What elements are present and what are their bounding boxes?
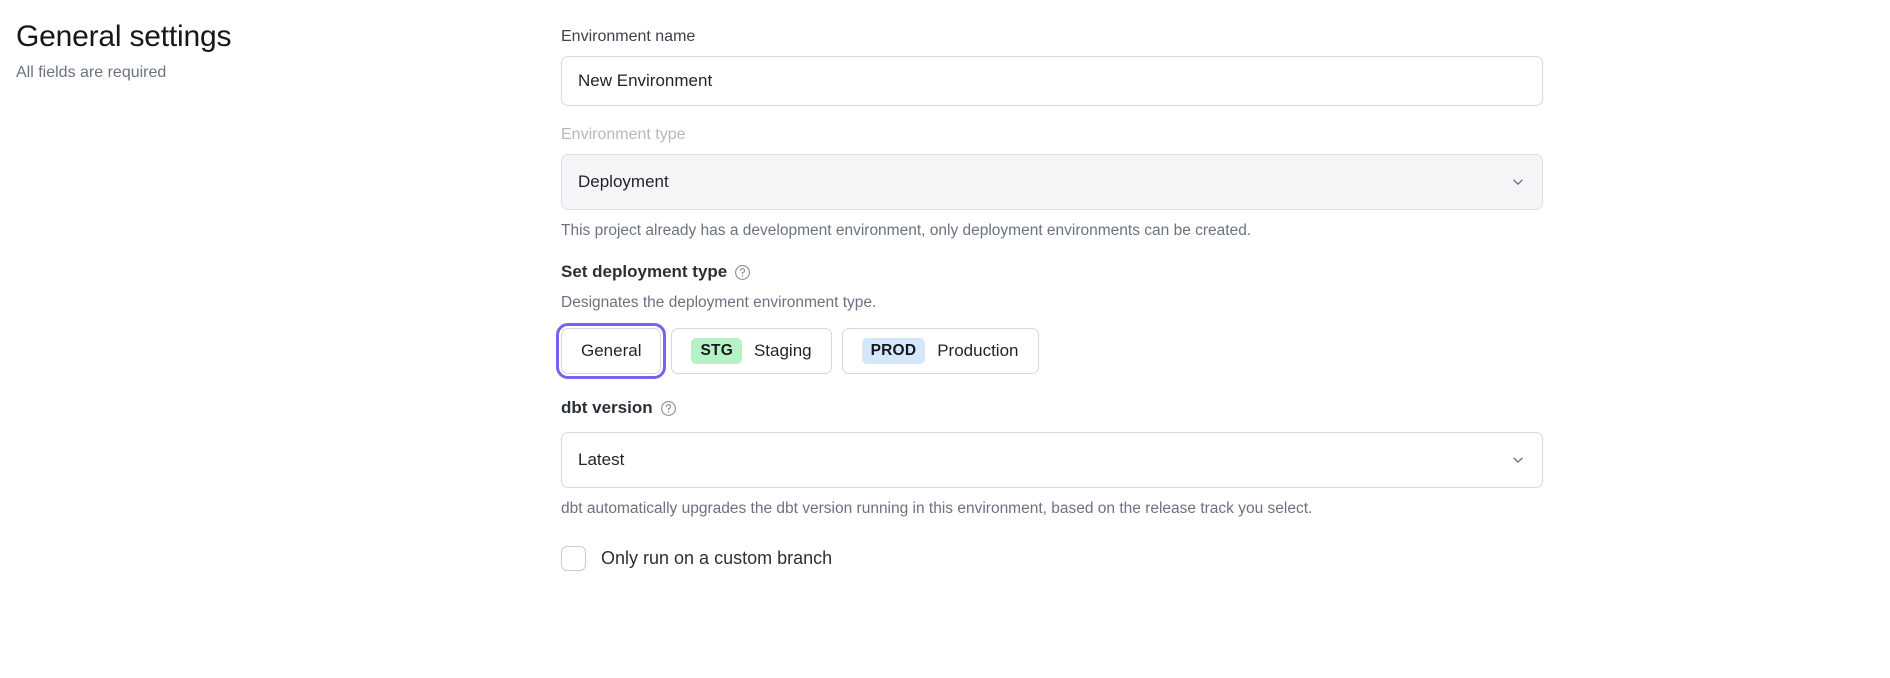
deployment-type-option-staging[interactable]: STG Staging	[671, 328, 832, 374]
dbt-version-select[interactable]: Latest	[561, 432, 1543, 488]
environment-type-select[interactable]: Deployment	[561, 154, 1543, 210]
production-badge: PROD	[861, 338, 926, 364]
dbt-version-heading-row: dbt version	[561, 396, 1543, 420]
environment-type-field: Environment type Deployment This project…	[561, 124, 1543, 242]
staging-badge: STG	[691, 338, 742, 364]
environment-type-value: Deployment	[578, 172, 669, 191]
deployment-type-option-staging-label: Staging	[753, 341, 812, 360]
environment-type-label: Environment type	[561, 126, 686, 143]
environment-type-help-text: This project already has a development e…	[561, 222, 1252, 239]
dbt-version-help-text: dbt automatically upgrades the dbt versi…	[561, 500, 1313, 517]
custom-branch-row[interactable]: Only run on a custom branch	[561, 546, 1543, 571]
custom-branch-label[interactable]: Only run on a custom branch	[601, 548, 833, 568]
deployment-type-option-production[interactable]: PROD Production	[841, 328, 1039, 374]
deployment-type-field: Set deployment type Designates the deplo…	[555, 260, 1543, 379]
dbt-version-select-wrap: Latest	[561, 432, 1543, 488]
deployment-type-heading-row: Set deployment type	[561, 260, 1543, 284]
dbt-version-value: Latest	[578, 450, 625, 469]
environment-name-field: Environment name	[561, 26, 1543, 106]
deployment-type-description: Designates the deployment environment ty…	[561, 294, 877, 311]
dbt-version-heading: dbt version	[561, 398, 653, 417]
custom-branch-checkbox[interactable]	[561, 546, 586, 571]
page-subtitle: All fields are required	[16, 64, 167, 81]
chevron-down-icon	[1511, 175, 1525, 189]
deployment-type-heading: Set deployment type	[561, 262, 728, 281]
deployment-type-option-production-label: Production	[937, 341, 1019, 360]
page-title: General settings	[16, 20, 232, 53]
question-circle-icon[interactable]	[734, 264, 751, 281]
deployment-type-options: General STG Staging PROD Production	[555, 323, 1543, 379]
environment-type-select-wrap: Deployment	[561, 154, 1543, 210]
chevron-down-icon	[1511, 453, 1525, 467]
environment-name-input[interactable]	[561, 56, 1543, 106]
general-settings-form: Environment name Environment type Deploy…	[555, 26, 1543, 571]
dbt-version-field: dbt version Latest	[561, 396, 1543, 520]
environment-name-label: Environment name	[561, 28, 696, 45]
question-circle-icon[interactable]	[660, 400, 677, 417]
deployment-type-option-general[interactable]: General	[555, 323, 667, 379]
settings-header: General settings All fields are required	[16, 18, 516, 84]
deployment-type-option-general-label: General	[581, 341, 642, 360]
